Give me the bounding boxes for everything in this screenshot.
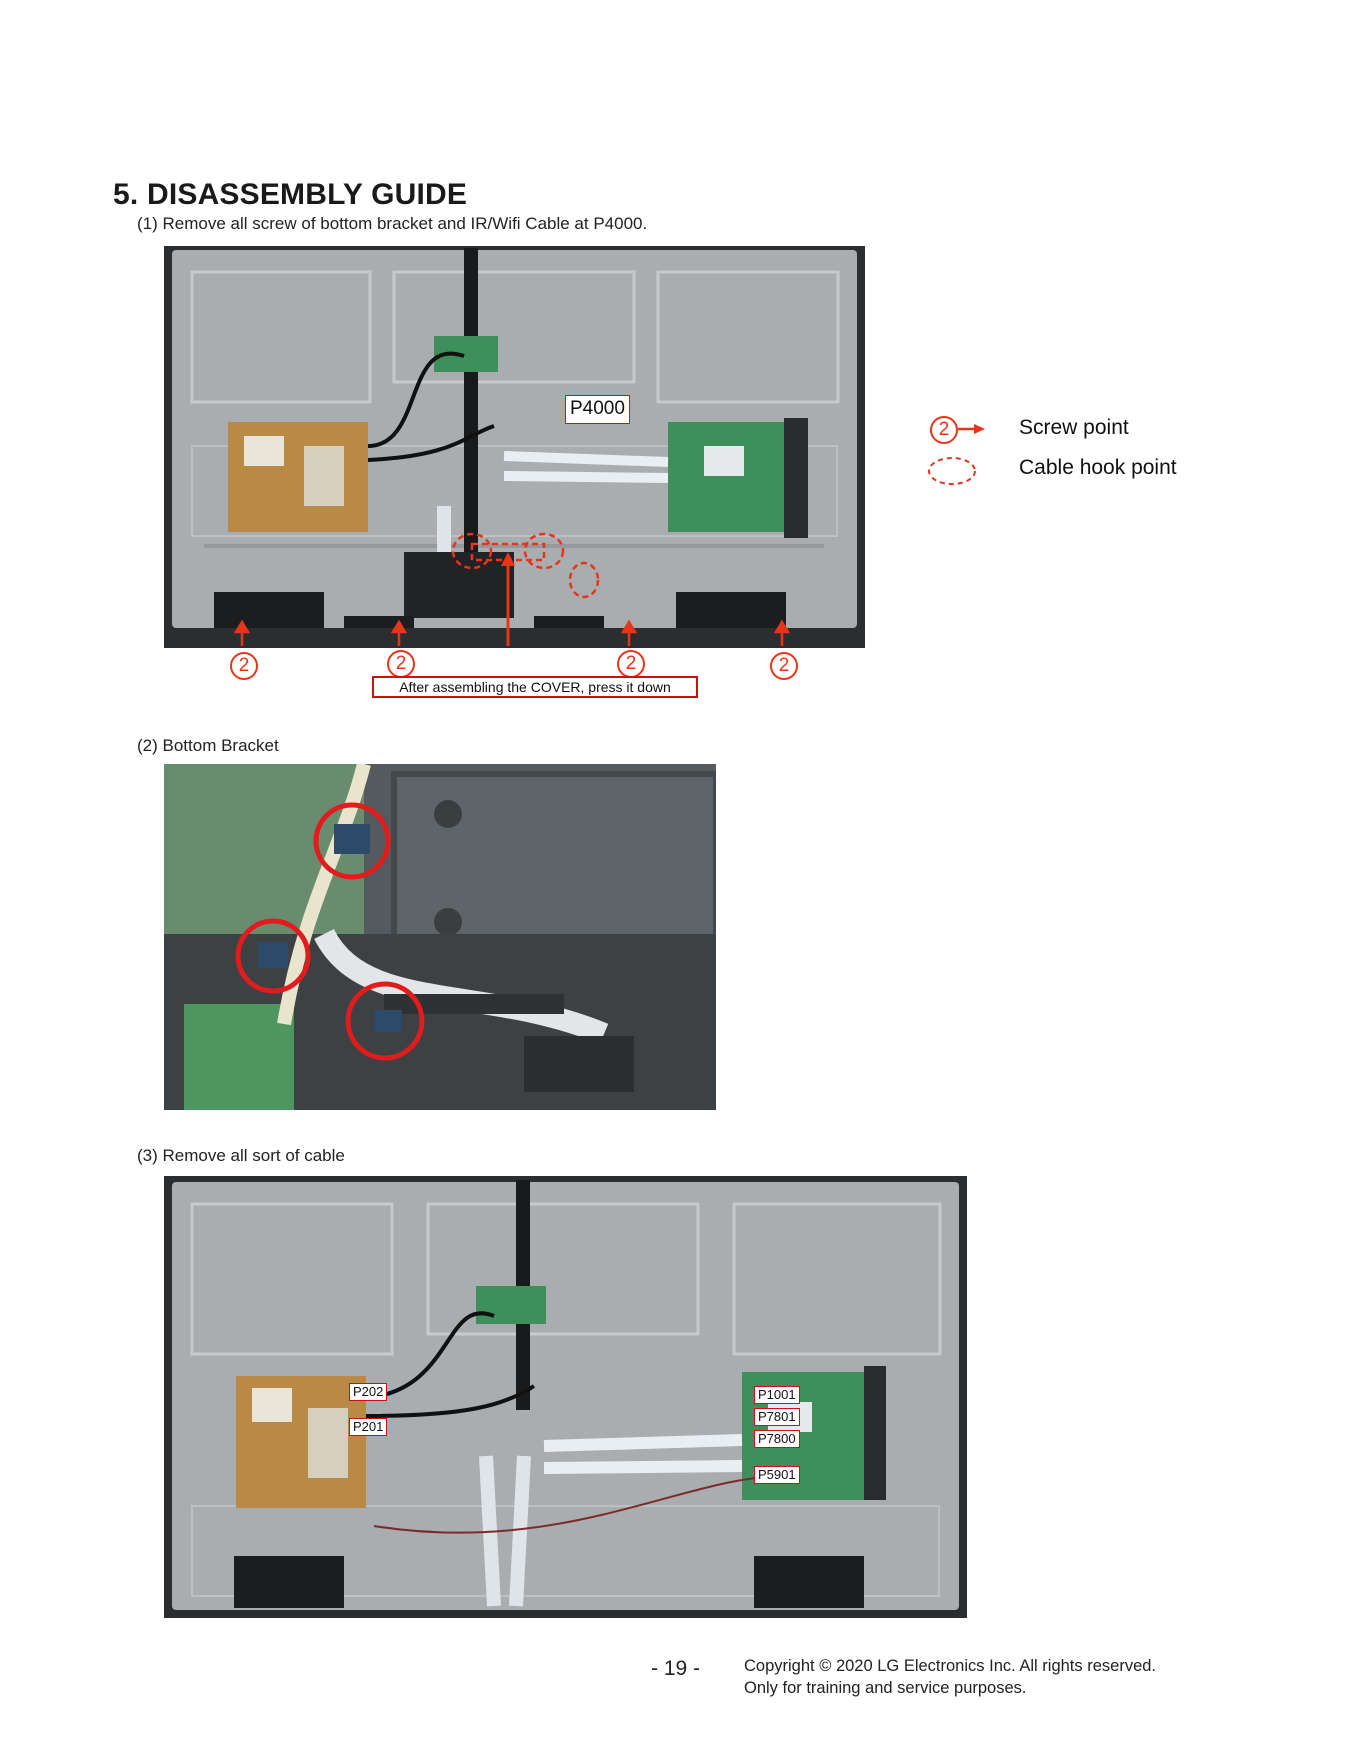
legend-screw-symbol: 2 (930, 416, 958, 444)
legend-screw-point: Screw point (1019, 416, 1129, 439)
tag-p201: P201 (349, 1418, 388, 1436)
tag-p7801: P7801 (754, 1408, 800, 1426)
legend-hook-icon (928, 457, 976, 485)
screw-marker-3: 2 (617, 650, 645, 678)
figure-1-photo (164, 246, 865, 648)
step-3-label: (3) Remove all sort of cable (137, 1146, 345, 1165)
page-number: - 19 - (651, 1657, 701, 1680)
screw-marker-4: 2 (770, 652, 798, 680)
step-1-label: (1) Remove all screw of bottom bracket a… (137, 214, 648, 233)
cable-hook-markers (451, 532, 600, 599)
copyright-notice: Copyright © 2020 LG Electronics Inc. All… (744, 1657, 1157, 1675)
section-title: 5. DISASSEMBLY GUIDE (113, 178, 468, 211)
legend-arrow-icon (958, 424, 985, 434)
tag-p4000: P4000 (565, 395, 630, 424)
tag-p202: P202 (349, 1383, 388, 1401)
tag-p1001: P1001 (754, 1386, 800, 1404)
step-2-label: (2) Bottom Bracket (137, 736, 279, 755)
usage-notice: Only for training and service purposes. (744, 1679, 1027, 1697)
figure-3-photo (164, 1176, 967, 1618)
legend-cable-hook-point: Cable hook point (1019, 456, 1177, 479)
tag-p5901: P5901 (754, 1466, 800, 1484)
screw-arrows (233, 619, 791, 646)
figure-2-photo (164, 764, 716, 1110)
tag-p7800: P7800 (754, 1430, 800, 1448)
screw-marker-1: 2 (230, 652, 258, 680)
screw-marker-2: 2 (387, 650, 415, 678)
press-down-arrow (501, 552, 515, 646)
cover-press-note: After assembling the COVER, press it dow… (372, 676, 698, 698)
